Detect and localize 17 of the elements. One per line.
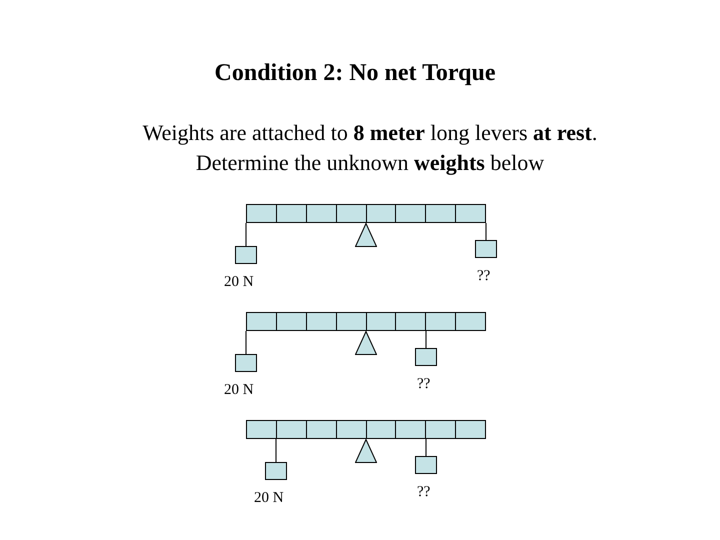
weight-block: [235, 354, 257, 372]
weight-block: [235, 246, 257, 264]
weight-label: 20 N: [254, 490, 284, 507]
weight-label: 20 N: [224, 382, 254, 399]
weight-block: [415, 348, 437, 366]
title: Condition 2: No net Torque: [214, 60, 496, 87]
fulcrum-triangle: [355, 223, 377, 247]
weight-label: ??: [417, 376, 430, 393]
weight-block: [265, 462, 287, 480]
weight-label: ??: [477, 268, 490, 285]
weight-block: [475, 240, 497, 258]
weight-block: [415, 456, 437, 474]
weight-label: ??: [417, 484, 430, 501]
fulcrum-triangle: [355, 331, 377, 355]
instruction-text: Weights are attached to 8 meter long levers at rest. Determine the unknown weights below: [142, 119, 598, 177]
fulcrum-triangle: [355, 439, 377, 463]
weight-label: 20 N: [224, 274, 254, 291]
